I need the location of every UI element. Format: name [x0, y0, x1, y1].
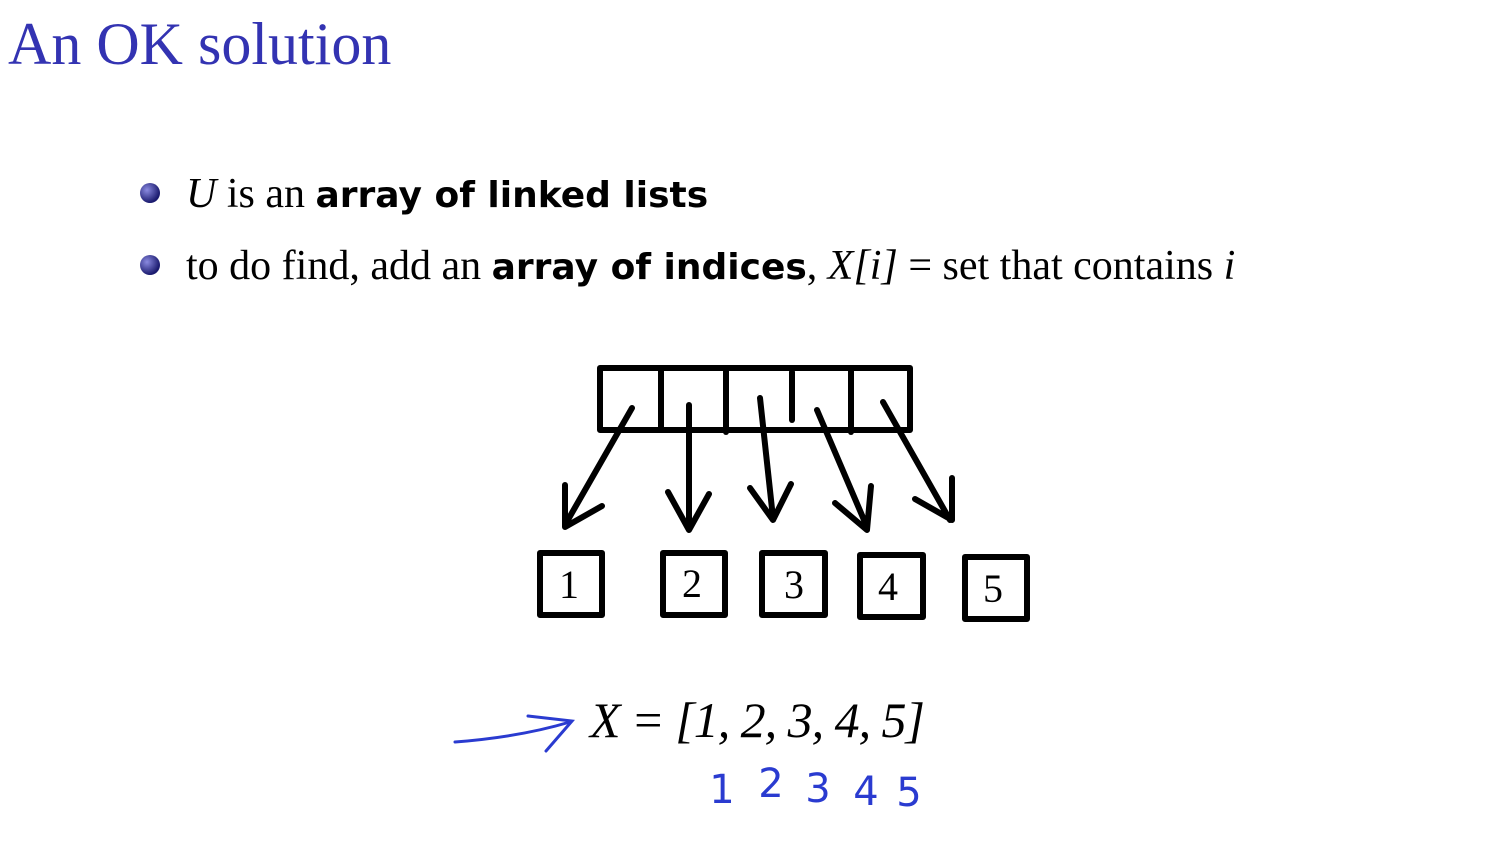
bold-term: array of indices: [491, 247, 807, 288]
handwritten-index: 4: [853, 769, 878, 815]
element-label: 1: [559, 562, 579, 607]
handwritten-index: 5: [896, 770, 921, 816]
bullet-text: to do find, add an: [186, 243, 492, 289]
element-label: 5: [983, 566, 1003, 611]
math-var: U: [186, 171, 217, 217]
bullet-text: is an: [216, 171, 316, 217]
element-box-4: [857, 552, 926, 620]
arrow-2: [665, 402, 712, 533]
bullet-icon: [140, 255, 160, 276]
element-box-2: [660, 550, 728, 618]
bullet-text: ,: [806, 243, 828, 289]
element-label: 3: [784, 562, 804, 607]
array-box: [597, 365, 913, 433]
element-label: 2: [682, 561, 702, 606]
handwritten-index: 1: [709, 767, 734, 813]
element-box-3: [759, 550, 828, 618]
bullet-text: = set that contains: [897, 243, 1224, 289]
slide-title: An OK solution: [8, 11, 392, 77]
bullet-1: U is an array of linked lists: [140, 170, 708, 218]
arrow-1: [562, 405, 635, 530]
arrow-5: [880, 399, 955, 523]
math-expr: X[i]: [827, 243, 898, 289]
bullet-2: to do find, add an array of indices, X[i…: [140, 242, 1235, 290]
handwritten-index: 2: [758, 761, 783, 807]
element-label: 4: [878, 564, 898, 609]
handwritten-index: 3: [805, 766, 830, 812]
bold-term: array of linked lists: [315, 175, 709, 216]
bullet-icon: [140, 183, 160, 204]
math-var: i: [1223, 243, 1236, 289]
element-box-1: [537, 550, 605, 618]
equation: X = [1, 2, 3, 4, 5]: [588, 692, 925, 748]
element-box-5: [962, 554, 1030, 622]
arrow-3: [747, 395, 794, 523]
handwritten-arrow-icon: [453, 714, 575, 753]
arrow-4: [814, 407, 874, 533]
